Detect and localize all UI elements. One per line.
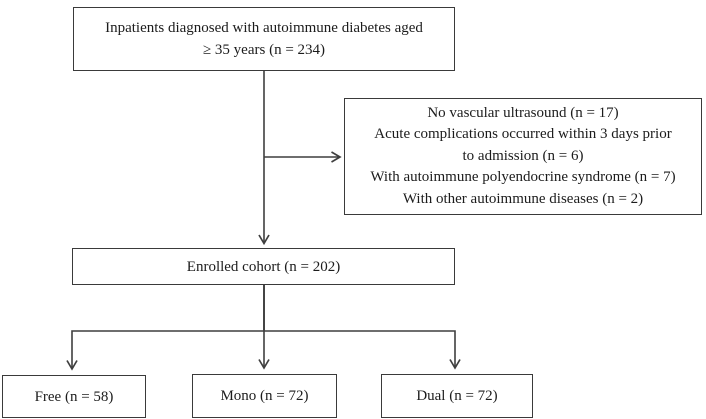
node-enrolled-label: Enrolled cohort (n = 202): [186, 258, 341, 275]
connector-enrolled-to-free: [66, 285, 265, 371]
exclusion-line-3: to admission (n = 6): [462, 147, 584, 164]
node-dual: Dual (n = 72): [381, 374, 533, 418]
exclusion-line-4: With autoimmune polyendocrine syndrome (…: [370, 169, 676, 186]
node-free-label: Free (n = 58): [34, 388, 114, 405]
node-mono: Mono (n = 72): [192, 374, 337, 418]
node-dual-label: Dual (n = 72): [416, 388, 498, 404]
node-exclusions: No vascular ultrasound (n = 17) Acute co…: [344, 98, 702, 215]
connector-enrolled-to-dual: [263, 285, 461, 370]
node-enrolled-cohort: Enrolled cohort (n = 202): [72, 248, 455, 285]
node-inpatients-line-2: ≥ 35 years (n = 234): [202, 42, 326, 58]
node-inpatients-line-1: Inpatients diagnosed with autoimmune dia…: [105, 20, 423, 36]
node-inpatients: Inpatients diagnosed with autoimmune dia…: [73, 7, 455, 71]
exclusion-line-5: With other autoimmune diseases (n = 2): [402, 190, 644, 207]
exclusion-line-1: No vascular ultrasound (n = 17): [427, 104, 619, 121]
exclusion-line-2: Acute complications occurred within 3 da…: [374, 126, 672, 143]
node-free: Free (n = 58): [2, 375, 146, 418]
node-mono-label: Mono (n = 72): [220, 388, 309, 404]
